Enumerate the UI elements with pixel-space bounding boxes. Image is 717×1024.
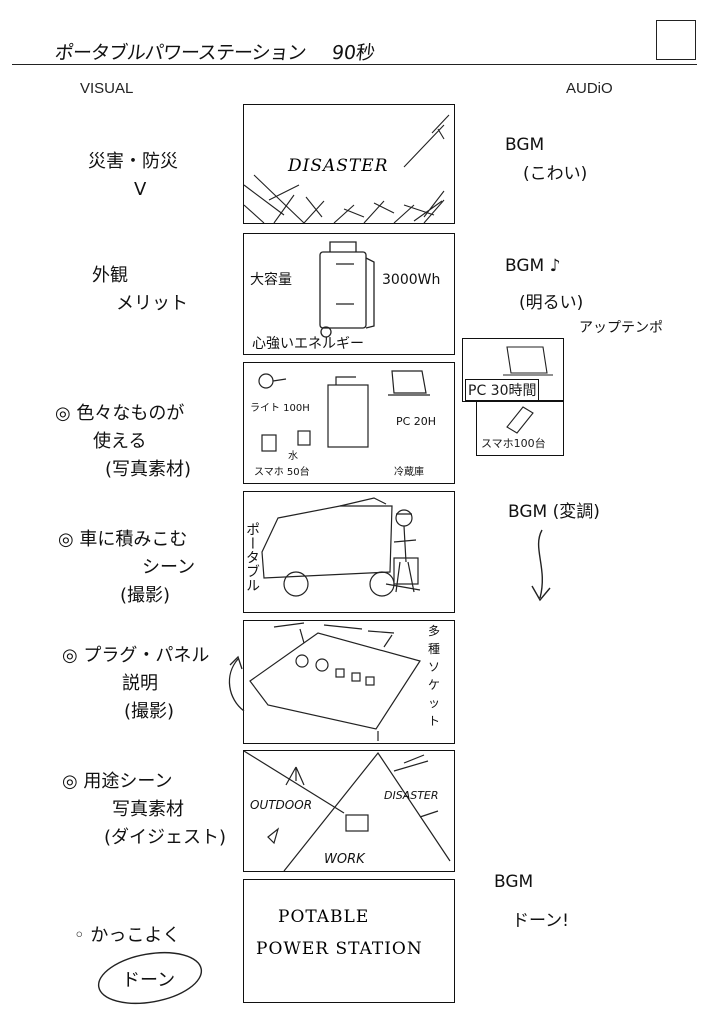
scene-3-fridge-label: 冷蔵庫: [394, 465, 424, 478]
scene-5-side-char-2: 種: [428, 642, 440, 656]
scene-3-pc-label: PC 20H: [396, 415, 436, 428]
scene-7-sketch: POTABLE POWER STATION: [256, 907, 423, 959]
scene-6-work-label: WORK: [324, 852, 366, 867]
scene-1-visual-line-2: V: [134, 179, 147, 200]
scene-3-panel[interactable]: ライト 100H PC 20H 水 スマホ 50台 冷蔵庫: [243, 362, 455, 484]
scene-5-visual-line-2: 説明: [122, 673, 158, 694]
page-number-box[interactable]: [656, 20, 696, 60]
scene-5-visual-line-3: (撮影): [124, 701, 175, 722]
scene-1-audio: BGM (こわい): [505, 135, 587, 184]
scene-5-side-char-5: ッ: [428, 696, 440, 710]
phone-charge-box[interactable]: スマホ100台: [476, 400, 564, 456]
scene-5-visual-note: ◎ プラグ・パネル 説明 (撮影): [62, 642, 209, 726]
scene-2-visual-note: 外観 メリット: [92, 262, 188, 318]
scene-2-audio-line-3: アップテンポ: [579, 320, 663, 336]
scene-2-panel[interactable]: 大容量 3000Wh 心強いエネルギー: [243, 233, 455, 355]
scene-4-side-label: ポータブル: [244, 522, 260, 592]
scene-4-visual-line-3: (撮影): [120, 585, 171, 606]
scene-4-panel[interactable]: ポータブル: [243, 491, 455, 613]
scene-3-visual-line-3: (写真素材): [105, 459, 192, 480]
pc-runtime-box[interactable]: PC 30時間: [462, 338, 564, 402]
scene-6-sketch: OUTDOOR DISASTER WORK: [244, 751, 451, 871]
scene-6-visual-line-2: 写真素材: [112, 799, 184, 820]
scene-7-audio-line-1: BGM: [494, 872, 534, 892]
scene-7-visual-line-1: ◦ かっこよく: [74, 925, 181, 946]
scene-2-audio-line-2: (明るい): [519, 293, 584, 313]
scene-3-water-label: 水: [288, 450, 298, 462]
scene-5-side-char-6: ト: [428, 714, 440, 728]
scene-2-visual-line-1: 外観: [92, 265, 128, 286]
scene-2-label-right: 3000Wh: [382, 272, 440, 288]
scene-3-visual-line-2: 使える: [93, 431, 147, 452]
scene-7-visual-note: ◦ かっこよく: [74, 922, 180, 950]
rotate-arrow-icon: [228, 655, 245, 712]
scene-1-visual-line-1: 災害・防災: [88, 151, 178, 172]
scene-4-visual-note: ◎ 車に積みこむ シーン (撮影): [58, 526, 195, 610]
scene-6-outdoor-label: OUTDOOR: [250, 798, 312, 812]
phone-charge-label: スマホ100台: [481, 437, 546, 450]
scene-3-phone-label: スマホ 50台: [254, 465, 310, 478]
scene-7-audio: BGM ドーン!: [494, 872, 569, 931]
scene-3-visual-note: ◎ 色々なものが 使える (写真素材): [55, 400, 191, 484]
scene-6-visual-line-3: (ダイジェスト): [104, 827, 227, 848]
smartphone-icon: [506, 406, 534, 434]
scene-7-title-line-2: POWER STATION: [256, 939, 423, 959]
scene-1-panel[interactable]: DISASTER: [243, 104, 455, 224]
scene-6-visual-note: ◎ 用途シーン 写真素材 (ダイジェスト): [62, 768, 226, 852]
scene-1-sketch: DISASTER: [244, 114, 450, 223]
scene-3-sketch: ライト 100H PC 20H 水 スマホ 50台 冷蔵庫: [250, 370, 436, 478]
scene-1-audio-line-1: BGM: [505, 135, 545, 155]
visual-column-label: VISUAL: [80, 80, 134, 97]
scene-2-audio: BGM ♪ (明るい) アップテンポ: [505, 256, 663, 337]
continue-arrow-icon: [531, 529, 551, 602]
scene-2-sketch: 大容量 3000Wh 心強いエネルギー: [250, 241, 440, 352]
doon-oval-stamp: ドーン: [97, 951, 203, 1005]
scene-6-visual-line-1: ◎ 用途シーン: [62, 771, 173, 792]
scene-1-audio-line-2: (こわい): [523, 164, 588, 184]
doon-stamp-text: ドーン: [122, 970, 175, 991]
scene-2-label-left: 大容量: [250, 271, 292, 288]
scene-5-side-char-4: ケ: [428, 678, 440, 692]
scene-7-panel[interactable]: POTABLE POWER STATION: [243, 879, 455, 1003]
scene-4-audio-line-1: BGM (変調): [508, 502, 600, 522]
storyboard-duration: 90秒: [330, 42, 377, 64]
pc-runtime-label: PC 30時間: [465, 379, 540, 401]
scene-5-sketch: 多 種 ソ ケ ッ ト: [249, 622, 440, 741]
scene-4-audio: BGM (変調): [508, 497, 600, 522]
scene-1-panel-title: DISASTER: [287, 156, 388, 176]
scene-4-visual-line-1: ◎ 車に積みこむ: [58, 529, 188, 550]
scene-4-visual-line-2: シーン: [142, 557, 196, 578]
scene-5-visual-line-1: ◎ プラグ・パネル: [62, 645, 210, 666]
scene-5-side-char-3: ソ: [428, 660, 440, 674]
laptop-icon: [503, 346, 553, 376]
scene-2-audio-line-1: BGM ♪: [505, 256, 561, 276]
scene-2-visual-line-2: メリット: [116, 293, 188, 314]
scene-7-audio-line-2: ドーン!: [512, 911, 569, 931]
scene-3-light-label: ライト 100H: [250, 402, 310, 414]
scene-1-visual-note: 災害・防災 V: [88, 148, 178, 204]
scene-2-caption: 心強いエネルギー: [252, 336, 364, 352]
scene-4-sketch: ポータブル: [244, 497, 421, 597]
scene-3-visual-line-1: ◎ 色々なものが: [55, 403, 185, 424]
scene-6-disaster-label: DISASTER: [384, 789, 439, 802]
storyboard-title: ポータブルパワーステーション: [53, 42, 307, 64]
scene-5-side-char-1: 多: [428, 624, 440, 638]
scene-5-panel[interactable]: 多 種 ソ ケ ッ ト: [243, 620, 455, 744]
audio-column-label: AUDiO: [566, 80, 613, 97]
scene-6-panel[interactable]: OUTDOOR DISASTER WORK: [243, 750, 455, 872]
scene-7-title-line-1: POTABLE: [278, 907, 369, 927]
header-divider: [12, 64, 697, 65]
